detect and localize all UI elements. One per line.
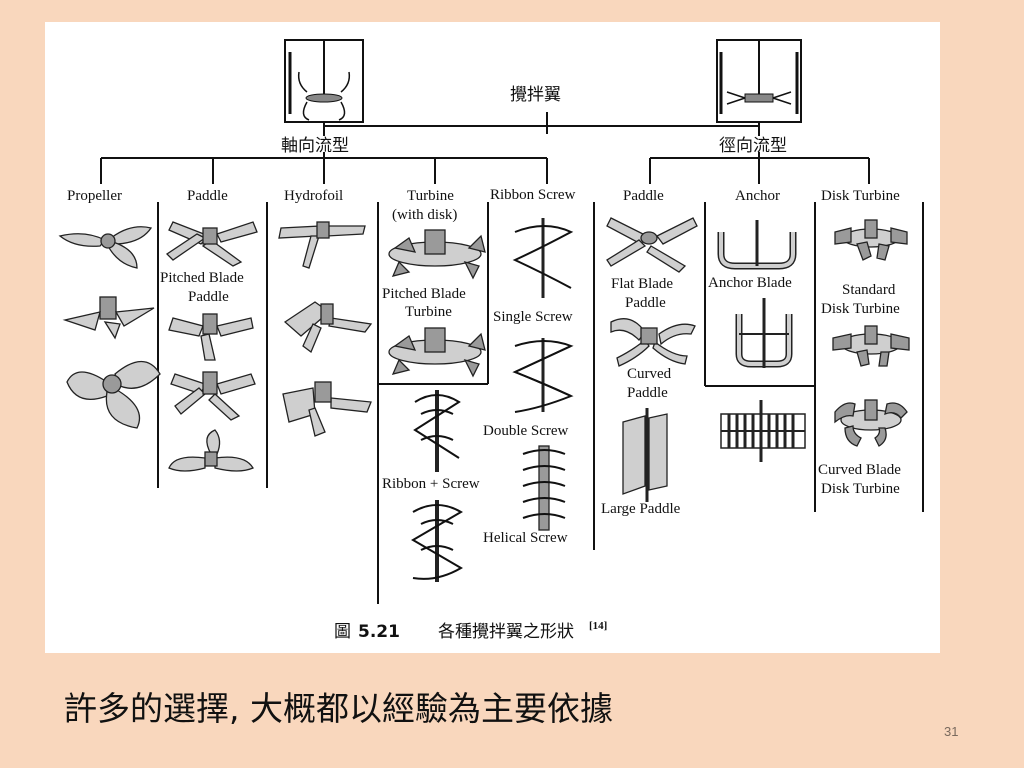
propeller-wide-blade-icon	[66, 360, 161, 429]
hydrofoil-icon-2	[283, 301, 373, 354]
pitched-blade-turbine-icon-1	[388, 229, 486, 280]
curved-blade-disk-turbine-icon	[834, 399, 908, 447]
helical-screw-icon	[522, 445, 566, 531]
label-curved-paddle-2: Paddle	[627, 385, 668, 401]
hydrofoil-icon-3	[282, 381, 372, 437]
label-pitched-blade-turbine-2: Turbine	[405, 304, 452, 320]
column-turbine: Turbine	[407, 188, 454, 204]
propeller-3-blade-icon	[58, 226, 153, 269]
propeller-marine-icon	[62, 296, 155, 340]
ribbon-plus-screw-icon-2	[411, 500, 463, 582]
column-disk-turbine: Disk Turbine	[821, 188, 900, 204]
page-number: 31	[944, 724, 959, 739]
single-screw-icon	[512, 218, 574, 298]
label-large-paddle: Large Paddle	[601, 501, 681, 517]
label-anchor-blade: Anchor Blade	[708, 275, 792, 291]
hydrofoil-icon-1	[278, 221, 366, 269]
caption-text: 各種攪拌翼之形狀	[438, 622, 574, 642]
pitched-blade-paddle-icon-2	[168, 313, 254, 361]
column-propeller: Propeller	[67, 188, 122, 204]
curved-pitched-paddle-icon	[168, 429, 254, 472]
label-helical-screw: Helical Screw	[483, 530, 568, 546]
pitched-blade-paddle-icon-3	[170, 371, 256, 421]
figure-caption: 圖 5.21 各種攪拌翼之形狀 [14]	[334, 620, 607, 642]
radial-flow-vessel-icon	[716, 39, 802, 123]
large-paddle-icon	[622, 408, 668, 502]
label-curved-blade-disk-turbine-2: Disk Turbine	[821, 481, 900, 497]
ribbon-plus-screw-icon-1	[413, 390, 461, 472]
radial-flow-label: 徑向流型	[719, 136, 787, 156]
caption-number: 5.21	[358, 622, 400, 642]
label-single-screw: Single Screw	[493, 309, 573, 325]
gate-anchor-icon	[720, 400, 806, 462]
caption-ref: [14]	[589, 620, 607, 632]
impeller-diagram: 攪拌翼 軸向流型 徑向流型 Propeller Paddle Hydrofoil…	[58, 39, 924, 642]
label-ribbon-plus-screw: Ribbon + Screw	[382, 476, 480, 492]
label-double-screw: Double Screw	[483, 423, 569, 439]
slide-subtitle: 許多的選擇, 大概都以經驗為主要依據	[64, 689, 613, 728]
figure-impeller-types: 攪拌翼 軸向流型 徑向流型 Propeller Paddle Hydrofoil…	[45, 22, 940, 653]
standard-disk-turbine-icon	[834, 219, 908, 261]
flat-blade-paddle-icon	[606, 217, 698, 273]
axial-flow-label: 軸向流型	[281, 136, 349, 156]
label-flat-blade-paddle-2: Paddle	[625, 295, 666, 311]
anchor-blade-icon-1	[717, 220, 797, 270]
label-standard-disk-turbine-1: Standard	[842, 282, 896, 298]
axial-flow-vessel-icon	[284, 39, 364, 123]
label-flat-blade-paddle-1: Flat Blade	[611, 276, 673, 292]
root-label: 攪拌翼	[510, 85, 561, 105]
double-screw-icon	[512, 338, 574, 413]
label-pitched-blade-paddle-1: Pitched Blade	[160, 270, 244, 286]
column-hydrofoil: Hydrofoil	[284, 188, 343, 204]
pitched-blade-turbine-icon-2	[388, 327, 486, 378]
caption-prefix: 圖	[334, 622, 351, 642]
curved-paddle-icon	[610, 318, 696, 367]
column-paddle-radial: Paddle	[623, 188, 664, 204]
disk-turbine-icon-2	[832, 325, 910, 367]
label-pitched-blade-paddle-2: Paddle	[188, 289, 229, 305]
column-paddle-axial: Paddle	[187, 188, 228, 204]
column-anchor: Anchor	[735, 188, 780, 204]
label-curved-blade-disk-turbine-1: Curved Blade	[818, 462, 901, 478]
column-ribbon-screw: Ribbon Screw	[490, 187, 576, 203]
column-turbine-sub: (with disk)	[392, 207, 457, 223]
label-standard-disk-turbine-2: Disk Turbine	[821, 301, 900, 317]
label-curved-paddle-1: Curved	[627, 366, 672, 382]
tree-lines	[100, 112, 924, 604]
pitched-blade-paddle-icon-1	[165, 221, 258, 267]
label-pitched-blade-turbine-1: Pitched Blade	[382, 286, 466, 302]
anchor-blade-icon-2	[735, 298, 793, 368]
